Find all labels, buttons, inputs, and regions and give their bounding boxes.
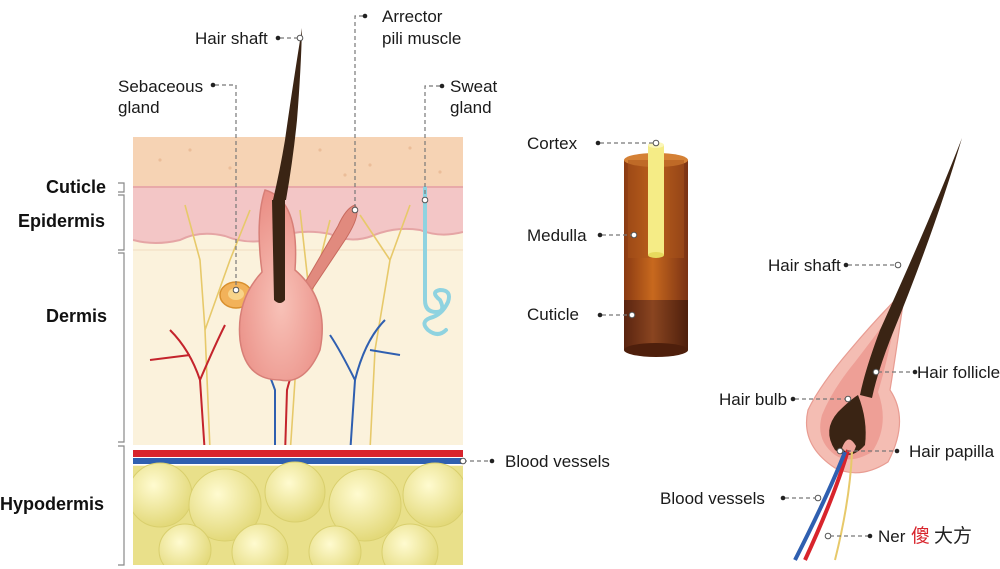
watermark: 傻 大方 [909, 521, 987, 549]
label-cortex: Cortex [527, 134, 578, 153]
label-hair-follicle: Hair follicle [917, 363, 1000, 382]
watermark-black-chars: 大方 [934, 525, 972, 547]
layer-cuticle: Cuticle [46, 177, 106, 197]
follicle-vein [793, 451, 847, 561]
hair-root [272, 200, 285, 303]
epidermis-layer [133, 187, 463, 243]
label-nerve: Ner [878, 527, 906, 546]
layer-dermis: Dermis [46, 306, 107, 326]
label-arrector-line2: pili muscle [382, 29, 461, 48]
layer-epidermis: Epidermis [18, 211, 105, 231]
cortex-core [648, 145, 664, 255]
label-follicle-blood-vessels: Blood vessels [660, 489, 765, 508]
follicle-hair-shaft [860, 138, 962, 398]
watermark-red-char: 傻 [911, 525, 930, 547]
label-arrector-line1: Arrector [382, 7, 443, 26]
label-hair-shaft: Hair shaft [195, 29, 268, 48]
label-medulla: Medulla [527, 226, 587, 245]
label-sebaceous-line1: Sebaceous [118, 77, 203, 96]
label-sebaceous-line2: gland [118, 98, 160, 117]
hair-bulb [829, 395, 866, 455]
follicle-artery [803, 449, 850, 561]
label-cuticle: Cuticle [527, 305, 579, 324]
label-sweat-line1: Sweat [450, 77, 498, 96]
label-sweat-line2: gland [450, 98, 492, 117]
hair-shaft [273, 28, 302, 200]
skin-surface [133, 137, 463, 187]
hair-papilla [842, 439, 856, 454]
layer-brackets [118, 182, 125, 566]
hair-cylinder [624, 142, 688, 357]
follicle-nerve [834, 451, 853, 561]
layer-hypodermis: Hypodermis [0, 494, 104, 514]
follicle-detail [793, 138, 962, 561]
skin-section [133, 137, 463, 565]
label-blood-vessels: Blood vessels [505, 452, 610, 471]
label-hair-papilla: Hair papilla [909, 442, 995, 461]
label-follicle-hair-shaft: Hair shaft [768, 256, 841, 275]
label-hair-bulb: Hair bulb [719, 390, 787, 409]
sweat-gland [422, 186, 451, 336]
